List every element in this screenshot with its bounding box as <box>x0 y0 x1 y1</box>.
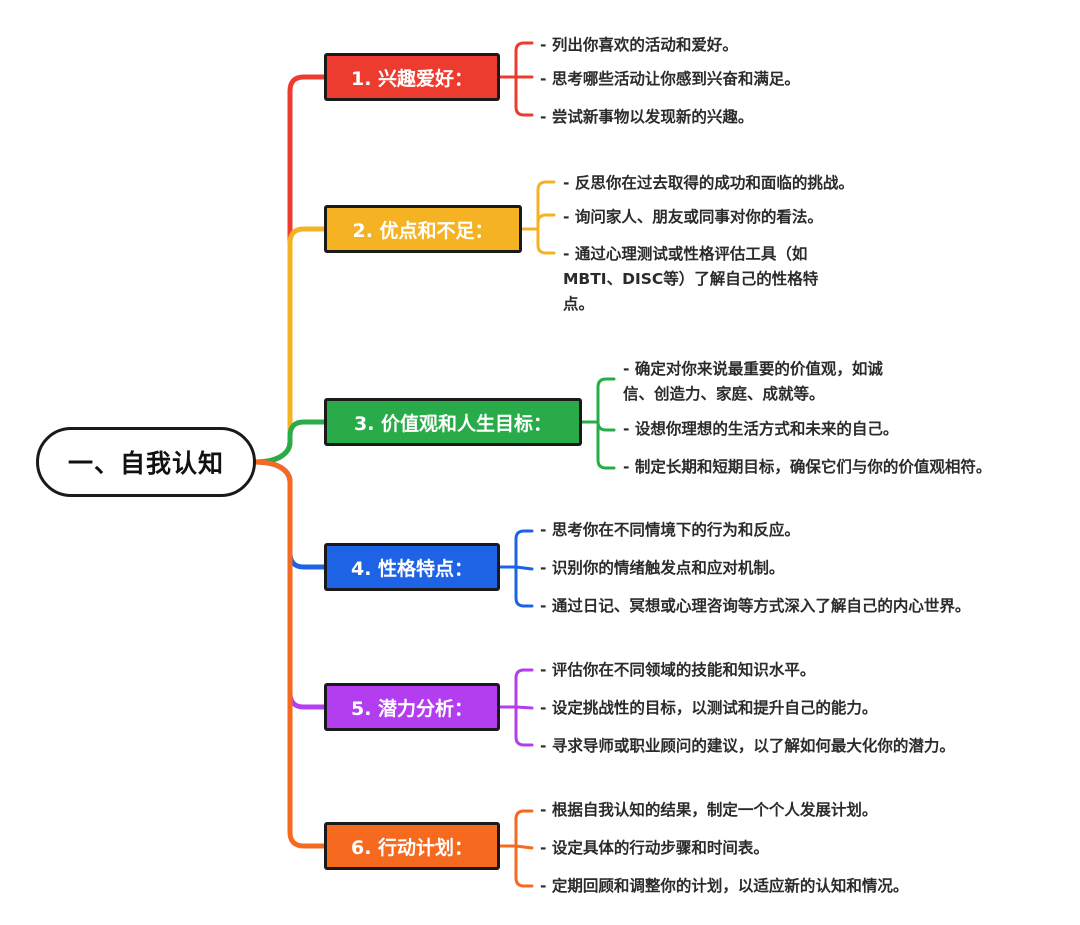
leaf-connector <box>514 75 534 117</box>
leaf-item: - 设定挑战性的目标，以测试和提升自己的能力。 <box>540 699 878 717</box>
leaf-item: - 通过心理测试或性格评估工具（如 MBTI、DISC等）了解自己的性格特 点。 <box>563 245 819 313</box>
leaf-item: - 列出你喜欢的活动和爱好。 <box>540 36 738 54</box>
leaf-connector <box>596 420 616 432</box>
leaf-item: - 询问家人、朋友或同事对你的看法。 <box>563 208 823 226</box>
leaf-connector <box>536 213 556 231</box>
leaf-connector <box>514 529 534 569</box>
leaf-connector <box>536 180 556 231</box>
leaf-item: - 确定对你来说最重要的价值观，如诚 信、创造力、家庭、成就等。 <box>623 360 883 403</box>
leaf-item: - 设定具体的行动步骤和时间表。 <box>540 839 769 857</box>
leaf-connector <box>514 844 534 850</box>
leaf-item: - 尝试新事物以发现新的兴趣。 <box>540 108 754 126</box>
leaf-connector <box>514 668 534 709</box>
leaf-connector <box>514 41 534 79</box>
leaf-item: - 制定长期和短期目标，确保它们与你的价值观相符。 <box>623 458 992 476</box>
branch-node-5: 5. 潜力分析： <box>324 683 500 731</box>
leaf-item: - 思考你在不同情境下的行为和反应。 <box>540 521 800 539</box>
branch-connector <box>253 419 327 465</box>
branch-node-3: 3. 价值观和人生目标： <box>324 398 582 446</box>
leaf-item: - 设想你理想的生活方式和未来的自己。 <box>623 420 899 438</box>
root-node: 一、自我认知 <box>36 427 256 497</box>
leaf-connector <box>514 565 534 608</box>
leaf-item: - 定期回顾和调整你的计划，以适应新的认知和情况。 <box>540 877 909 895</box>
leaf-item: - 思考哪些活动让你感到兴奋和满足。 <box>540 70 800 88</box>
leaf-connector <box>596 420 616 470</box>
leaf-connector <box>514 705 534 710</box>
branch-node-2: 2. 优点和不足： <box>324 205 522 253</box>
leaf-item: - 识别你的情绪触发点和应对机制。 <box>540 559 785 577</box>
branch-node-1: 1. 兴趣爱好： <box>324 53 500 101</box>
leaf-item: - 寻求导师或职业顾问的建议，以了解如何最大化你的潜力。 <box>540 737 955 755</box>
leaf-item: - 根据自我认知的结果，制定一个个人发展计划。 <box>540 801 878 819</box>
branch-node-6: 6. 行动计划： <box>324 822 500 870</box>
leaf-connector <box>514 705 534 747</box>
leaf-item: - 反思你在过去取得的成功和面临的挑战。 <box>563 174 854 192</box>
leaf-connector <box>536 227 556 255</box>
branch-connector <box>253 459 327 849</box>
branch-node-4: 4. 性格特点： <box>324 543 500 591</box>
leaf-item: - 通过日记、冥想或心理咨询等方式深入了解自己的内心世界。 <box>540 597 971 615</box>
leaf-connector <box>514 844 534 888</box>
leaf-connector <box>596 377 616 424</box>
leaf-connector <box>514 809 534 848</box>
leaf-connector <box>514 565 534 571</box>
leaf-item: - 评估你在不同领域的技能和知识水平。 <box>540 661 816 679</box>
